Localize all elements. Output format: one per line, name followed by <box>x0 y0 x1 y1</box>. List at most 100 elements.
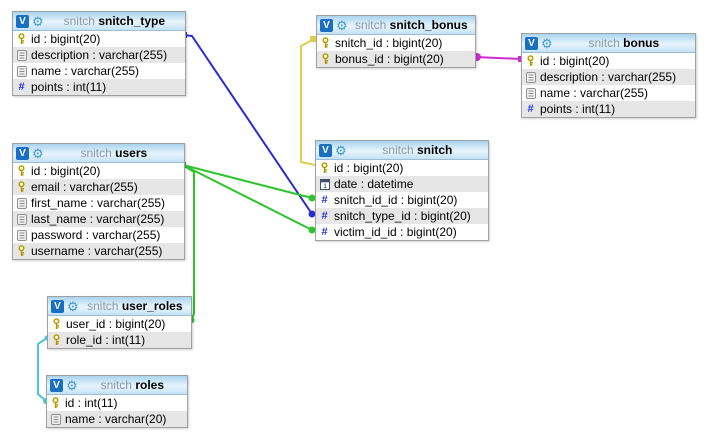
table-header[interactable]: V ⚙ snitch roles <box>47 376 187 395</box>
column-row[interactable]: role_id : int(11) <box>48 332 191 348</box>
table-options-gear-icon[interactable]: ⚙ <box>67 298 79 314</box>
column-row[interactable]: snitch_id : bigint(20) <box>317 35 475 51</box>
number-icon: # <box>18 81 25 93</box>
key-icon <box>16 33 27 45</box>
table-snitch_type[interactable]: V ⚙ snitch snitch_type id : bigint(20) d… <box>12 11 186 96</box>
column-row[interactable]: description : varchar(255) <box>13 47 185 63</box>
column-row[interactable]: id : bigint(20) <box>13 31 185 47</box>
table-header[interactable]: V ⚙ snitch bonus <box>522 34 695 53</box>
schema-name: snitch <box>588 36 620 50</box>
column-row[interactable]: username : varchar(255) <box>13 243 184 259</box>
calendar-icon: 1 <box>319 178 330 190</box>
column-label: victim_id_id : bigint(20) <box>334 225 457 239</box>
column-label: id : int(11) <box>65 396 118 410</box>
key-icon <box>50 397 61 409</box>
column-row[interactable]: first_name : varchar(255) <box>13 195 184 211</box>
relation-snitch_bonus-snitch <box>300 36 316 166</box>
column-row[interactable]: #snitch_id_id : bigint(20) <box>316 192 488 208</box>
table-name: bonus <box>623 36 660 50</box>
column-label: id : bigint(20) <box>334 161 404 175</box>
column-label: points : int(11) <box>31 80 107 94</box>
table-options-gear-icon[interactable]: ⚙ <box>66 377 78 393</box>
column-label: name : varchar(20) <box>65 412 167 426</box>
column-row[interactable]: # points : int(11) <box>13 79 185 95</box>
toggle-columns-icon[interactable]: V <box>525 36 538 50</box>
column-label: snitch_id : bigint(20) <box>335 36 443 50</box>
key-icon <box>320 53 331 65</box>
column-row[interactable]: last_name : varchar(255) <box>13 211 184 227</box>
column-row[interactable]: bonus_id : bigint(20) <box>317 51 475 67</box>
table-name: snitch <box>417 143 453 157</box>
number-icon: # <box>321 226 328 238</box>
column-label: password : varchar(255) <box>31 228 161 242</box>
number-icon: # <box>321 210 328 222</box>
svg-text:1: 1 <box>323 183 327 190</box>
column-label: first_name : varchar(255) <box>31 196 166 210</box>
text-field-icon <box>16 49 27 61</box>
column-row[interactable]: name : varchar(255) <box>13 63 185 79</box>
toggle-columns-icon[interactable]: V <box>16 146 29 160</box>
text-field-icon <box>16 213 27 225</box>
schema-name: snitch <box>100 378 132 392</box>
table-name: users <box>115 146 148 160</box>
toggle-columns-icon[interactable]: V <box>319 143 332 157</box>
column-row[interactable]: description : varchar(255) <box>522 69 695 85</box>
text-field-icon <box>16 197 27 209</box>
table-options-gear-icon[interactable]: ⚙ <box>336 17 348 33</box>
column-row[interactable]: id : bigint(20) <box>316 160 488 176</box>
column-label: id : bigint(20) <box>31 32 101 46</box>
table-header[interactable]: V ⚙ snitch snitch_bonus <box>317 16 475 35</box>
column-row[interactable]: #snitch_type_id : bigint(20) <box>316 208 488 224</box>
table-options-gear-icon[interactable]: ⚙ <box>541 35 553 51</box>
relation-target-marker <box>308 194 316 202</box>
column-label: name : varchar(255) <box>31 64 140 78</box>
table-snitch_bonus[interactable]: V ⚙ snitch snitch_bonus snitch_id : bigi… <box>316 15 476 68</box>
table-header[interactable]: V ⚙ snitch snitch <box>316 141 488 160</box>
table-name: roles <box>135 378 165 392</box>
column-label: user_id : bigint(20) <box>66 317 166 331</box>
column-row[interactable]: id : bigint(20) <box>13 163 184 179</box>
table-header[interactable]: V ⚙ snitch users <box>13 144 184 163</box>
column-row[interactable]: #points : int(11) <box>522 101 695 117</box>
table-options-gear-icon[interactable]: ⚙ <box>32 13 44 29</box>
toggle-columns-icon[interactable]: V <box>320 18 333 32</box>
column-row[interactable]: id : bigint(20) <box>522 53 695 69</box>
relation-target-marker <box>308 226 316 234</box>
relation-users-snitch-snitcher <box>182 164 316 202</box>
table-roles[interactable]: V ⚙ snitch roles id : int(11) name : var… <box>46 375 188 428</box>
relation-users-snitch-victim <box>182 164 316 234</box>
column-row[interactable]: name : varchar(255) <box>522 85 695 101</box>
table-name: snitch_bonus <box>389 18 468 32</box>
column-label: email : varchar(255) <box>31 180 138 194</box>
schema-name: snitch <box>63 14 95 28</box>
column-row[interactable]: # victim_id_id : bigint(20) <box>316 224 488 240</box>
table-users[interactable]: V ⚙ snitch users id : bigint(20) email :… <box>12 143 185 260</box>
table-header[interactable]: V ⚙ snitch user_roles <box>48 297 191 316</box>
table-name: user_roles <box>121 299 183 313</box>
column-row[interactable]: user_id : bigint(20) <box>48 316 191 332</box>
column-label: name : varchar(255) <box>540 86 649 100</box>
column-row[interactable]: password : varchar(255) <box>13 227 184 243</box>
column-label: description : varchar(255) <box>31 48 168 62</box>
text-field-icon <box>16 229 27 241</box>
table-header[interactable]: V ⚙ snitch snitch_type <box>13 12 185 31</box>
key-icon <box>51 334 62 346</box>
key-icon <box>320 37 331 49</box>
column-row[interactable]: email : varchar(255) <box>13 179 184 195</box>
table-options-gear-icon[interactable]: ⚙ <box>335 142 347 158</box>
column-row[interactable]: id : int(11) <box>47 395 187 411</box>
schema-name: snitch <box>87 299 119 313</box>
table-bonus[interactable]: V ⚙ snitch bonus id : bigint(20) descrip… <box>521 33 696 118</box>
table-options-gear-icon[interactable]: ⚙ <box>32 145 44 161</box>
key-icon <box>16 165 27 177</box>
toggle-columns-icon[interactable]: V <box>51 299 64 313</box>
column-row[interactable]: name : varchar(20) <box>47 411 187 427</box>
text-field-icon <box>525 71 536 83</box>
column-label: snitch_id_id : bigint(20) <box>334 193 458 207</box>
toggle-columns-icon[interactable]: V <box>50 378 63 392</box>
relation-snitch_type-snitch <box>181 32 316 218</box>
table-user_roles[interactable]: V ⚙ snitch user_roles user_id : bigint(2… <box>47 296 192 349</box>
toggle-columns-icon[interactable]: V <box>16 14 29 28</box>
